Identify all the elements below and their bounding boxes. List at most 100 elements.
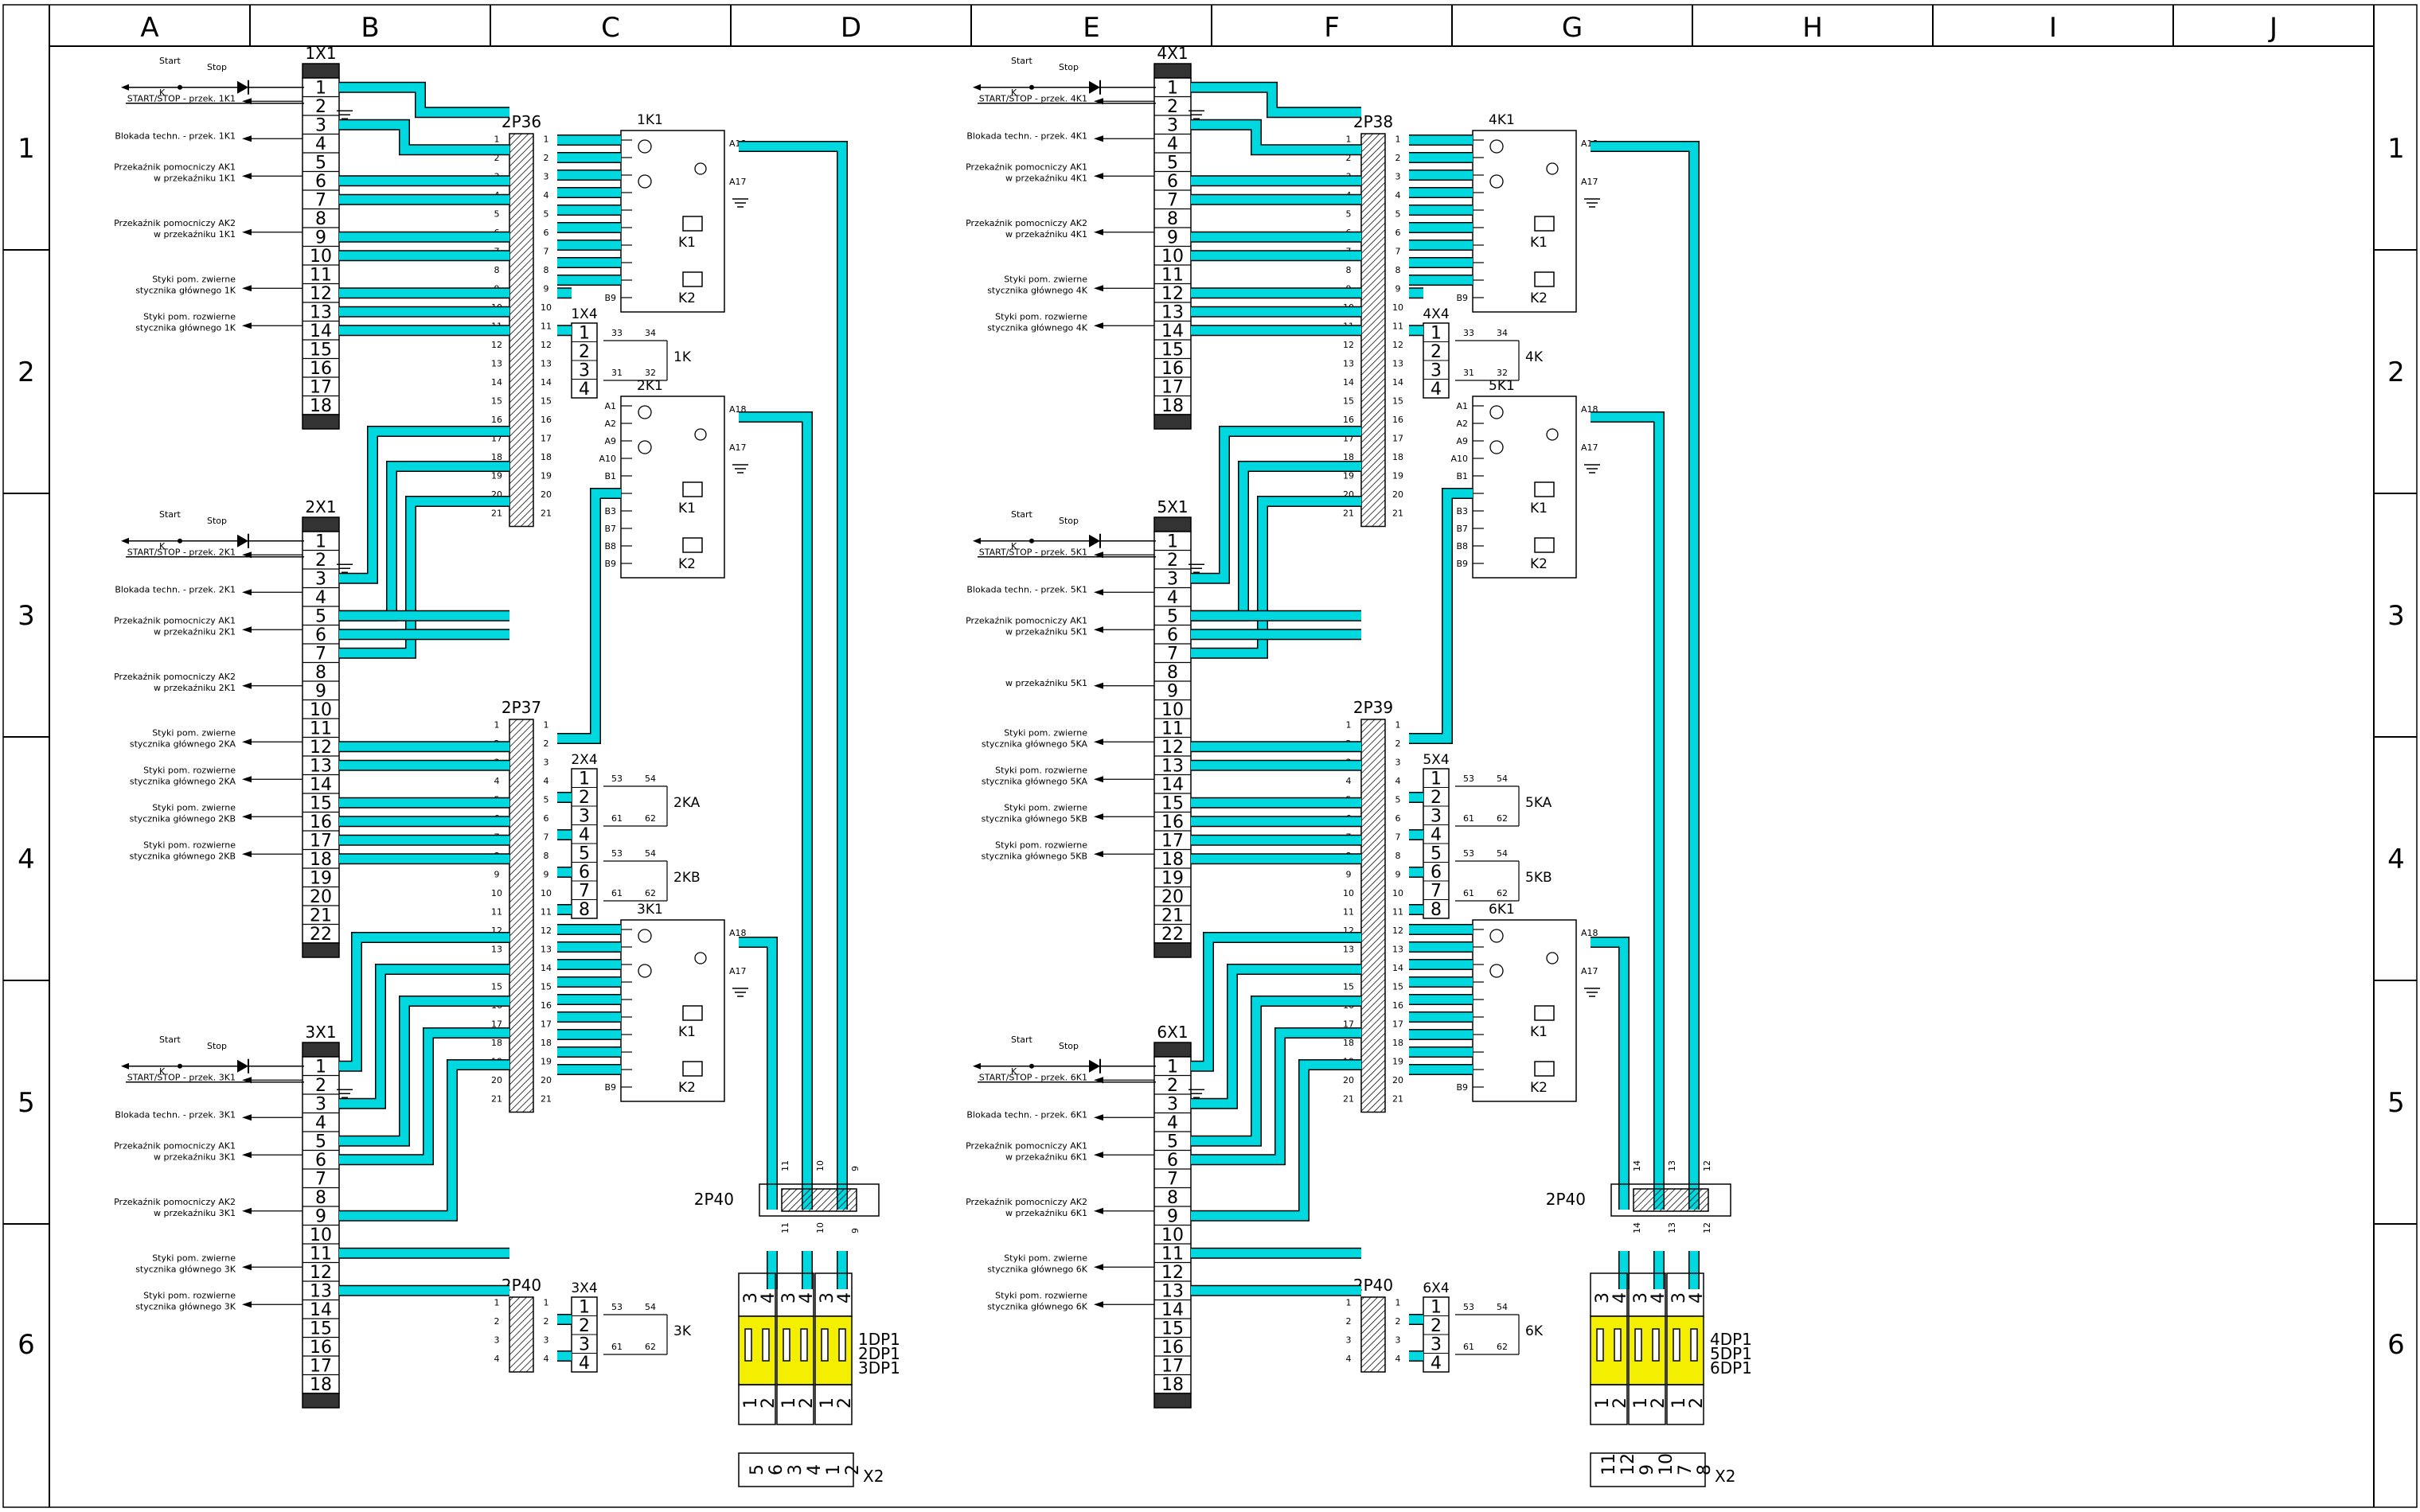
fuse-pin: 2 (1610, 1397, 1630, 1409)
signal-arrow (1094, 1152, 1103, 1159)
terminal-number: 10 (310, 247, 332, 267)
terminal-number: 7 (315, 1170, 326, 1190)
strip-pin-number: 2 (494, 153, 500, 163)
fuse-bottom-terminals (738, 1384, 776, 1425)
terminal-number: 9 (1167, 682, 1178, 702)
terminal-number: 6 (1167, 625, 1178, 645)
row-label: 1 (2387, 133, 2405, 165)
start-label: Start (159, 56, 182, 66)
signal-label: w przekaźniku 1K1 (154, 173, 236, 183)
terminal-number: 8 (1167, 1188, 1178, 1208)
terminal-number: 22 (310, 925, 332, 945)
contact-pin: 61 (611, 813, 623, 824)
relay-id: 5K1 (1489, 378, 1515, 394)
signal-label: stycznika głównego 4K (987, 322, 1088, 333)
contact-pin: 62 (645, 813, 656, 824)
relay-id: 3K1 (637, 902, 663, 918)
strip-pin-number: 15 (1392, 981, 1403, 992)
row-label: 2 (2387, 357, 2405, 388)
aux-pin-number: 7 (1431, 882, 1442, 902)
start-label: Start (1011, 56, 1033, 66)
contact-pin: 33 (1463, 328, 1474, 338)
strip-pin-number: 4 (1395, 776, 1401, 786)
terminal-number: 10 (310, 700, 332, 720)
strip-pin-number: 6 (1395, 813, 1401, 824)
terminal-number: 15 (310, 794, 332, 814)
strip-pin-number: 10 (1392, 302, 1403, 313)
wire (739, 142, 847, 1210)
terminal-number: 1 (315, 1058, 326, 1077)
wire (739, 412, 812, 1210)
relay-out-pin: A17 (729, 177, 747, 187)
wire-number: 11 (780, 1222, 790, 1233)
indicator-icon (1546, 162, 1559, 175)
aux-pin-number: 3 (579, 361, 590, 381)
fuse-pin: 2 (1649, 1397, 1669, 1409)
wire (1191, 120, 1361, 154)
contactor-name: 2KA (673, 795, 701, 811)
contact-pin: 61 (1463, 888, 1474, 898)
terminal-cap (1153, 1042, 1192, 1058)
fuse-body (776, 1315, 814, 1385)
signal-label: w przekaźniku 6K1 (1005, 1152, 1087, 1162)
strip-pin-number: 16 (541, 1000, 552, 1011)
strip-pin-number: 21 (541, 508, 552, 518)
aux-pin-number: 2 (579, 1316, 590, 1336)
x2-label: X2 (1715, 1467, 1735, 1486)
terminal-number: 1 (1167, 79, 1178, 99)
signal-arrow (1094, 1114, 1103, 1121)
contact-pin: 31 (1463, 368, 1474, 378)
relay-box (1472, 130, 1577, 313)
strip-pin-number: 19 (1392, 1056, 1403, 1066)
strip-pin-number: 12 (1392, 340, 1403, 350)
x2-terminal-number: 9 (1637, 1464, 1657, 1475)
bottom-hatched-strip (781, 1188, 857, 1212)
signal-label: Styki pom. rozwierne (143, 311, 236, 321)
signal-label: stycznika głównego 3K (135, 1301, 236, 1311)
strip-pin-number: 14 (1343, 377, 1354, 388)
signal-arrow (1094, 626, 1103, 633)
stop-label: Stop (1059, 62, 1079, 72)
terminal-number: 11 (1161, 719, 1184, 739)
strip-pin-number: 17 (1343, 1019, 1354, 1029)
strip-pin-number: 8 (544, 265, 549, 275)
terminal-number: 7 (1167, 191, 1178, 211)
indicator-icon (694, 162, 707, 175)
terminal-number: 14 (1161, 1300, 1184, 1320)
strip-pin-number: 4 (544, 1354, 549, 1364)
coil-label: K1 (678, 1024, 696, 1040)
terminal-number: 19 (1161, 869, 1184, 889)
relay-out-pin: A18 (1581, 928, 1598, 938)
wire (557, 489, 621, 743)
fuse-label: 3DP1 (858, 1358, 900, 1378)
terminal-number: 18 (1161, 396, 1184, 416)
fuse-pin: 2 (835, 1397, 855, 1409)
junction-dot (178, 538, 182, 544)
strip-pin-number: 12 (1392, 926, 1403, 936)
strip-pin-number: 21 (1392, 508, 1403, 518)
diode-icon (237, 1059, 248, 1073)
strip-pin-number: 3 (1395, 757, 1401, 767)
timer-icon (638, 929, 652, 943)
fuse-element-icon (1690, 1328, 1698, 1362)
wire (339, 497, 509, 658)
column-label: F (1324, 12, 1340, 44)
indicator-icon (694, 952, 707, 964)
hatched-terminal-strip (1360, 1296, 1386, 1373)
terminal-number: 17 (310, 378, 332, 398)
coil-label: K1 (678, 501, 696, 516)
fuse-pin: 1 (1631, 1397, 1651, 1409)
terminal-number: 6 (1167, 1151, 1178, 1171)
fuse-body (1628, 1315, 1666, 1385)
strip-pin-number: 10 (541, 302, 552, 313)
signal-label: w przekaźniku 4K1 (1005, 229, 1087, 240)
aux-pin-number: 2 (1431, 342, 1442, 362)
signal-label: Przekaźnik pomocniczy AK2 (966, 218, 1087, 228)
contact-pin: 53 (1463, 848, 1474, 859)
aux-pin-number: 4 (579, 825, 590, 845)
strip-pin-number: 13 (491, 358, 502, 368)
signal-arrow (242, 813, 252, 820)
arrow-head (121, 1062, 129, 1070)
aux-pin-number: 1 (579, 770, 590, 789)
